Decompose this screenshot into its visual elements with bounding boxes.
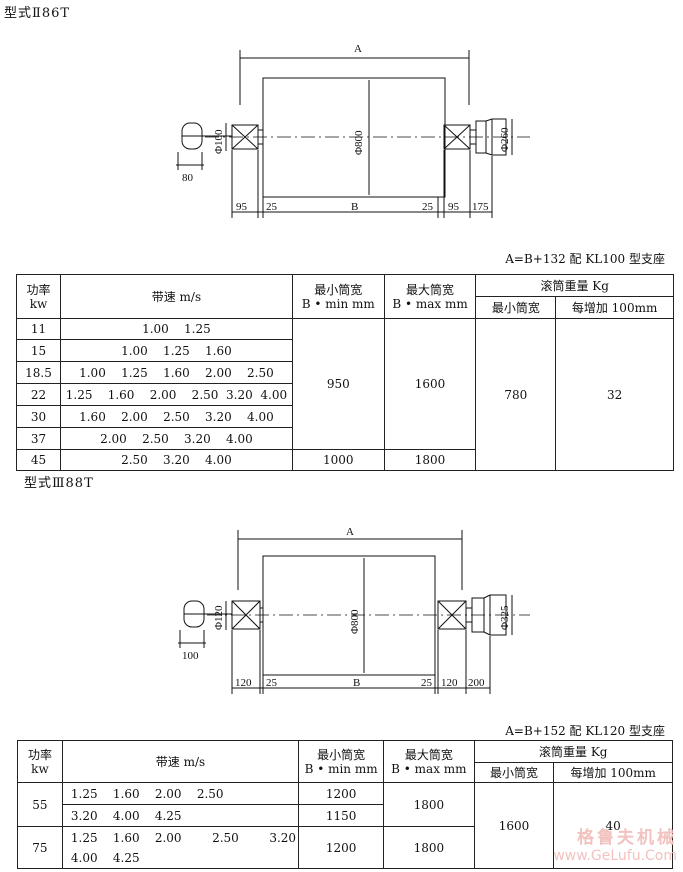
cell-kw: 45	[16, 449, 61, 471]
cell-speed: 1.00 1.25 1.60	[59, 339, 293, 362]
cell-kw: 55	[17, 782, 63, 827]
dim-A: A	[346, 526, 354, 538]
cell-kw: 30	[16, 405, 61, 428]
cell-speed: 1.00 1.25 1.60 2.00 2.50	[59, 361, 293, 384]
dim-25-right: 25	[422, 201, 434, 213]
dim-95-left: 95	[236, 201, 248, 213]
cell-min-width: 1200	[298, 826, 385, 869]
dim-A: A	[354, 43, 362, 55]
cell-min-width: 950	[291, 318, 385, 450]
cell-weight-add: 32	[555, 318, 674, 471]
header-weight: 滚筒重量 Kg	[475, 274, 674, 297]
dim-25-left: 25	[266, 677, 278, 689]
dim-120-left: 120	[235, 677, 252, 689]
dim-drum-dia: Φ800	[353, 130, 365, 155]
cell-max-width: 1800	[383, 826, 475, 869]
dim-B: B	[351, 201, 358, 213]
pulley-drawing-2: A Φ120 Φ800 Φ325 100 120 25 B 25 120 200	[178, 526, 530, 694]
dim-25-right: 25	[421, 677, 433, 689]
dim-95-right: 95	[448, 201, 460, 213]
dim-drum-dia: Φ800	[349, 609, 361, 634]
dim-motor-dia: Φ325	[499, 605, 511, 630]
cell-kw: 37	[16, 427, 61, 450]
support-note: A=B+152 配 KL120 型支座	[505, 724, 665, 738]
dim-B: B	[353, 677, 360, 689]
dim-120-right: 120	[441, 677, 458, 689]
cell-speed: 2.00 2.50 3.20 4.00	[59, 427, 293, 450]
cell-weight-min: 1600	[473, 782, 555, 869]
cell-speed: 1.00 1.25	[59, 318, 293, 340]
cell-min-width: 1200	[298, 782, 385, 805]
dim-motor-dia: Φ260	[499, 127, 511, 152]
header-speed: 带速 m/s	[61, 740, 300, 783]
dim-shaft-dia: Φ100	[213, 129, 225, 154]
header-speed: 带速 m/s	[59, 274, 293, 319]
header-weight-min: 最小筒宽	[473, 762, 555, 783]
cell-min-width: 1000	[291, 449, 385, 471]
cell-speed: 1.60 2.00 2.50 3.20 4.00	[59, 405, 293, 428]
cell-max-width: 1800	[383, 449, 477, 471]
header-weight-min: 最小筒宽	[475, 296, 557, 319]
pulley-drawing-1: A Φ100 Φ800 Φ260 80 95 25 B 25 95 175	[176, 43, 530, 218]
cell-kw: 11	[16, 318, 61, 340]
cell-max-width: 1800	[383, 782, 475, 827]
dim-25-left: 25	[266, 201, 278, 213]
cell-speed: 1.25 1.60 2.00 2.50 3.20 4.00	[59, 383, 293, 406]
cell-kw: 18.5	[16, 361, 61, 384]
header-weight-add: 每增加 100mm	[555, 296, 674, 319]
dim-key: 100	[182, 650, 199, 662]
dim-200: 200	[468, 677, 485, 689]
cell-kw: 75	[17, 826, 63, 869]
support-note: A=B+132 配 KL100 型支座	[505, 252, 665, 266]
dim-key: 80	[182, 172, 194, 184]
cell-min-width: 1150	[298, 804, 385, 827]
watermark: 格鲁夫机械 www.GeLufu.Com	[553, 828, 677, 864]
section-title: 型式Ⅲ88T	[24, 476, 94, 491]
header-weight: 滚筒重量 Kg	[473, 740, 674, 763]
cell-weight-add: 40	[553, 782, 673, 869]
cell-max-width: 1600	[383, 318, 477, 450]
cell-speed: 3.20 4.00 4.25	[61, 804, 300, 827]
dim-shaft-dia: Φ120	[213, 605, 225, 630]
cell-weight-min: 780	[475, 318, 557, 471]
cell-speed: 2.50 3.20 4.00	[59, 449, 293, 471]
header-weight-add: 每增加 100mm	[553, 762, 673, 783]
section-title: 型式Ⅱ86T	[4, 6, 71, 21]
cell-kw: 22	[16, 383, 61, 406]
cell-speed: 1.25 1.60 2.00 2.50	[61, 782, 300, 805]
dim-175: 175	[472, 201, 489, 213]
cell-kw: 15	[16, 339, 61, 362]
